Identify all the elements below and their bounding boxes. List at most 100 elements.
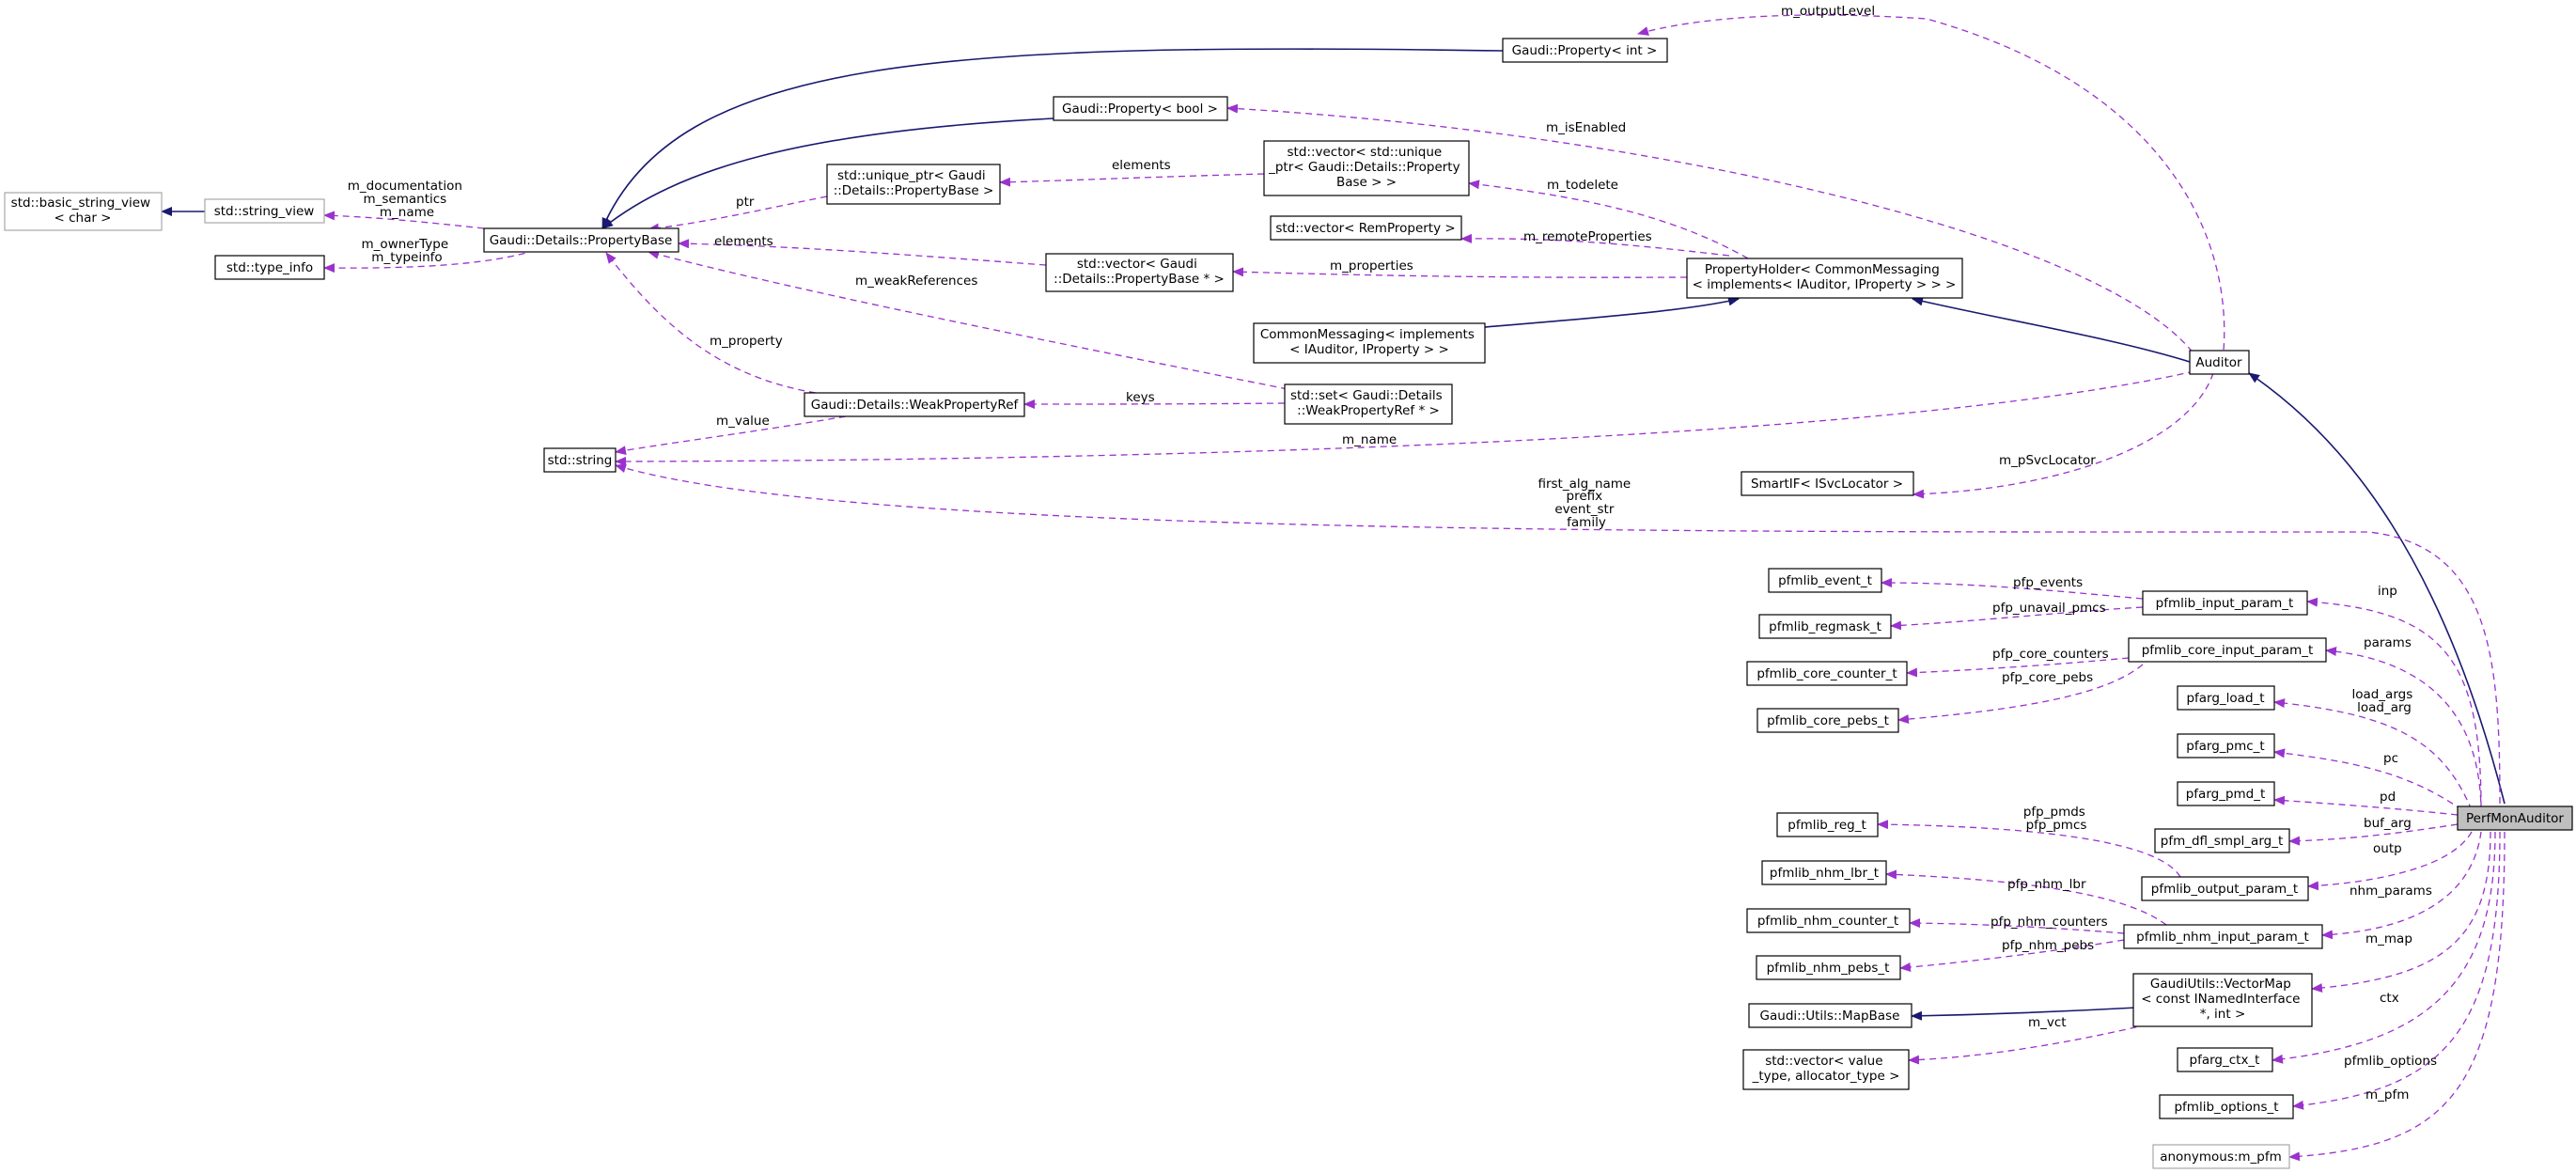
node-vector-map-line2: < const INamedInterface <box>2141 992 2300 1007</box>
node-basic-string-view[interactable]: std::basic_string_view < char > <box>4 192 163 231</box>
node-pfmlib-event-t[interactable]: pfmlib_event_t <box>1768 568 1882 593</box>
nodes[interactable]: Gaudi::Property< int > Gaudi::Property< … <box>4 38 2573 1169</box>
node-pfmlib-core-input-param-t[interactable]: pfmlib_core_input_param_t <box>2128 637 2327 663</box>
node-pfmlib-nhm-lbr-t-label: pfmlib_nhm_lbr_t <box>1770 866 1879 881</box>
node-string-view[interactable]: std::string_view <box>204 198 325 224</box>
node-type-info[interactable]: std::type_info <box>214 255 325 280</box>
label-m-ownertype-line1: m_ownerType <box>362 237 449 252</box>
node-pfmlib-core-pebs-t[interactable]: pfmlib_core_pebs_t <box>1756 708 1899 733</box>
label-m-remoteproperties: m_remoteProperties <box>1523 229 1652 244</box>
edge-input-param-regmask <box>1890 606 2144 631</box>
label-nhm-params: nhm_params <box>2350 884 2432 899</box>
node-pfmlib-output-param-t[interactable]: pfmlib_output_param_t <box>2141 876 2309 901</box>
edge-set-weak-propertybase <box>648 249 1288 390</box>
node-anon-pfm-label: anonymous:m_pfm <box>2160 1150 2282 1165</box>
edge-nhm-param-lbr <box>1885 869 2167 926</box>
edge-vector-propbase-to-propertybase <box>678 239 1047 266</box>
node-vector-rem[interactable]: std::vector< RemProperty > <box>1270 215 1462 241</box>
node-string-view-label: std::string_view <box>214 204 315 219</box>
node-pfmlib-core-pebs-t-label: pfmlib_core_pebs_t <box>1767 713 1889 728</box>
edge-perfmon-to-auditor <box>2248 372 2506 805</box>
node-perf-mon-auditor-label: PerfMonAuditor <box>2466 811 2564 826</box>
edge-input-param-event <box>1881 578 2144 600</box>
node-property-int-label: Gaudi::Property< int > <box>1512 43 1658 58</box>
label-pfp-unavail-pmcs: pfp_unavail_pmcs <box>1992 601 2106 616</box>
node-pfarg-load-t[interactable]: pfarg_load_t <box>2177 685 2275 711</box>
node-vector-propbase-line2: ::Details::PropertyBase * > <box>1054 272 1225 287</box>
node-set-weak-line1: std::set< Gaudi::Details <box>1290 388 1443 403</box>
label-pc: pc <box>2383 751 2398 766</box>
node-property-base[interactable]: Gaudi::Details::PropertyBase <box>483 227 679 253</box>
label-ctx: ctx <box>2380 991 2399 1006</box>
node-pfarg-ctx-t[interactable]: pfarg_ctx_t <box>2177 1047 2273 1072</box>
node-set-weak[interactable]: std::set< Gaudi::Details ::WeakPropertyR… <box>1284 383 1453 425</box>
label-m-map: m_map <box>2365 931 2412 946</box>
node-map-base[interactable]: Gaudi::Utils::MapBase <box>1748 1003 1912 1028</box>
edge-propertyholder-vector-propbase <box>1232 267 1688 278</box>
edge-perfmon-pmc <box>2273 748 2463 811</box>
node-smart-if[interactable]: SmartIF< ISvcLocator > <box>1741 471 1914 496</box>
node-pfmlib-core-counter-t[interactable]: pfmlib_core_counter_t <box>1746 661 1908 686</box>
node-unique-ptr[interactable]: std::unique_ptr< Gaudi ::Details::Proper… <box>826 164 1001 205</box>
label-pfp-core-pebs: pfp_core_pebs <box>2002 670 2093 685</box>
node-vector-value-line1: std::vector< value <box>1765 1054 1882 1069</box>
edge-perfmon-input-param <box>2306 597 2482 809</box>
node-pfmlib-regmask-t[interactable]: pfmlib_regmask_t <box>1758 614 1892 639</box>
node-pfmlib-nhm-input-param-t[interactable]: pfmlib_nhm_input_param_t <box>2123 924 2323 949</box>
node-pfmlib-options-t-label: pfmlib_options_t <box>2174 1100 2278 1115</box>
label-pfp-nhm-counters: pfp_nhm_counters <box>1991 915 2108 930</box>
label-outp: outp <box>2373 841 2402 856</box>
node-vector-map[interactable]: GaudiUtils::VectorMap < const INamedInte… <box>2132 973 2313 1027</box>
edge-auditor-property-bool <box>1226 103 2200 362</box>
label-pfp-pmds-line1: pfp_pmds <box>2023 805 2085 820</box>
node-perf-mon-auditor[interactable]: PerfMonAuditor <box>2457 805 2573 831</box>
node-pfmlib-reg-t-label: pfmlib_reg_t <box>1788 818 1866 833</box>
node-pfarg-pmd-t[interactable]: pfarg_pmd_t <box>2177 781 2275 806</box>
label-m-weakreferences: m_weakReferences <box>855 274 977 289</box>
node-pfarg-pmd-t-label: pfarg_pmd_t <box>2186 787 2266 802</box>
label-pfp-core-counters: pfp_core_counters <box>1992 647 2109 662</box>
node-property-int[interactable]: Gaudi::Property< int > <box>1502 38 1668 63</box>
node-pfm-dfl-smpl-arg-t[interactable]: pfm_dfl_smpl_arg_t <box>2154 828 2290 853</box>
node-property-holder[interactable]: PropertyHolder< CommonMessaging < implem… <box>1686 258 1963 299</box>
node-basic-string-view-label: std::basic_string_view < char > <box>11 196 155 226</box>
label-m-documentation-line1: m_documentation <box>348 179 462 194</box>
node-weak-property-ref-label: Gaudi::Details::WeakPropertyRef <box>811 398 1020 413</box>
node-pfmlib-nhm-lbr-t[interactable]: pfmlib_nhm_lbr_t <box>1761 860 1887 885</box>
node-pfarg-pmc-t-label: pfarg_pmc_t <box>2186 739 2264 754</box>
label-m-documentation-line2: m_semantics <box>363 192 446 207</box>
node-auditor[interactable]: Auditor <box>2189 350 2250 375</box>
label-pfp-nhm-lbr: pfp_nhm_lbr <box>2007 877 2086 892</box>
edge-auditor-to-propertyholder <box>1912 296 2191 363</box>
label-first-alg-name-line4: family <box>1567 515 1606 530</box>
node-type-info-label: std::type_info <box>226 260 313 275</box>
node-pfarg-pmc-t[interactable]: pfarg_pmc_t <box>2177 733 2275 759</box>
node-pfmlib-input-param-t[interactable]: pfmlib_input_param_t <box>2142 590 2308 616</box>
node-vector-propbase[interactable]: std::vector< Gaudi ::Details::PropertyBa… <box>1045 253 1234 292</box>
node-anon-pfm[interactable]: anonymous:m_pfm <box>2152 1144 2290 1169</box>
node-weak-property-ref[interactable]: Gaudi::Details::WeakPropertyRef <box>804 392 1025 417</box>
node-property-bool[interactable]: Gaudi::Property< bool > <box>1053 96 1228 121</box>
edge-labels: m_outputLevel m_isEnabled elements m_tod… <box>348 4 2437 1103</box>
node-pfarg-load-t-label: pfarg_load_t <box>2186 691 2264 706</box>
node-pfmlib-nhm-input-param-t-label: pfmlib_nhm_input_param_t <box>2136 930 2309 945</box>
label-pd: pd <box>2380 790 2396 805</box>
node-pfmlib-options-t[interactable]: pfmlib_options_t <box>2159 1094 2294 1119</box>
node-common-messaging[interactable]: CommonMessaging< implements < IAuditor, … <box>1253 322 1486 364</box>
label-m-property: m_property <box>710 334 783 349</box>
node-pfarg-ctx-t-label: pfarg_ctx_t <box>2190 1053 2260 1068</box>
node-pfmlib-nhm-pebs-t[interactable]: pfmlib_nhm_pebs_t <box>1756 955 1901 980</box>
node-vector-value[interactable]: std::vector< value _type, allocator_type… <box>1742 1049 1910 1090</box>
edge-perfmon-string <box>615 463 2501 805</box>
node-property-bool-label: Gaudi::Property< bool > <box>1062 102 1218 117</box>
node-vector-unique-ptr[interactable]: std::vector< std::unique _ptr< Gaudi::De… <box>1263 140 1470 196</box>
edge-stringview-edge <box>323 211 485 229</box>
node-std-string[interactable]: std::string <box>543 447 617 473</box>
node-pfmlib-nhm-counter-t-label: pfmlib_nhm_counter_t <box>1757 914 1898 929</box>
edge-propertyholder-vector-unique <box>1468 180 1749 259</box>
node-pfmlib-reg-t[interactable]: pfmlib_reg_t <box>1776 812 1879 837</box>
node-pfmlib-nhm-counter-t[interactable]: pfmlib_nhm_counter_t <box>1746 908 1911 933</box>
node-pfmlib-core-counter-t-label: pfmlib_core_counter_t <box>1756 666 1897 681</box>
label-m-documentation: m_documentation m_semantics m_name <box>348 179 466 220</box>
node-vector-unique-ptr-line2: _ptr< Gaudi::Details::Property <box>1268 160 1460 175</box>
